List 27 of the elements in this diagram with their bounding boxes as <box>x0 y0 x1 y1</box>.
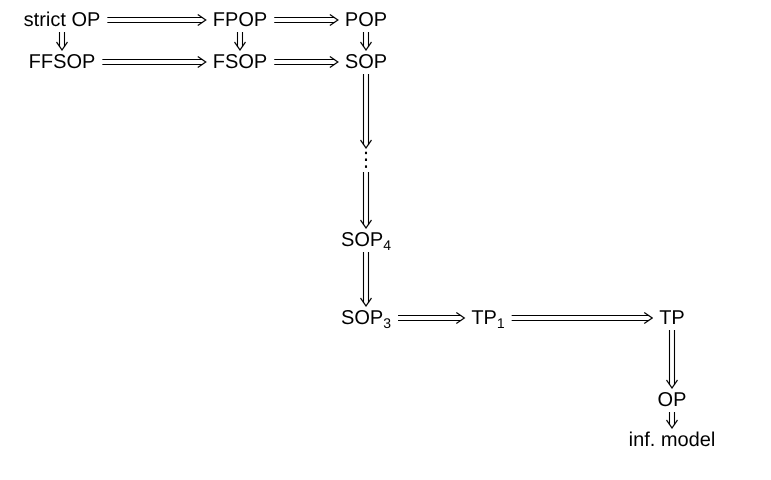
double-arrow <box>274 56 338 68</box>
double-arrow <box>360 171 372 229</box>
double-arrow <box>360 31 372 51</box>
math-term: SOP$_{4}$ <box>338 229 394 251</box>
math-term: FFSOP <box>26 51 98 73</box>
math-term: FSOP <box>210 51 270 73</box>
double-arrow <box>360 73 372 149</box>
math-term: ⋮ <box>353 149 379 171</box>
math-term: SOP$_{3}$ <box>338 307 394 329</box>
math-term: SOP <box>342 51 390 73</box>
math-term: POP <box>342 9 390 31</box>
math-term: strict OP <box>20 9 104 31</box>
double-arrow <box>274 14 338 26</box>
math-term: FPOP <box>210 9 270 31</box>
math-term: TP <box>656 307 688 329</box>
math-term: OP <box>654 389 690 411</box>
double-arrow <box>360 251 372 307</box>
math-term: inf. model <box>626 429 718 451</box>
double-arrow <box>106 14 206 26</box>
double-arrow <box>511 312 653 324</box>
double-arrow <box>397 312 465 324</box>
double-arrow <box>234 31 246 51</box>
double-arrow <box>666 411 678 429</box>
double-arrow <box>102 56 206 68</box>
double-arrow <box>666 329 678 389</box>
double-arrow <box>56 31 68 51</box>
math-term: TP$_{1}$ <box>468 307 508 329</box>
